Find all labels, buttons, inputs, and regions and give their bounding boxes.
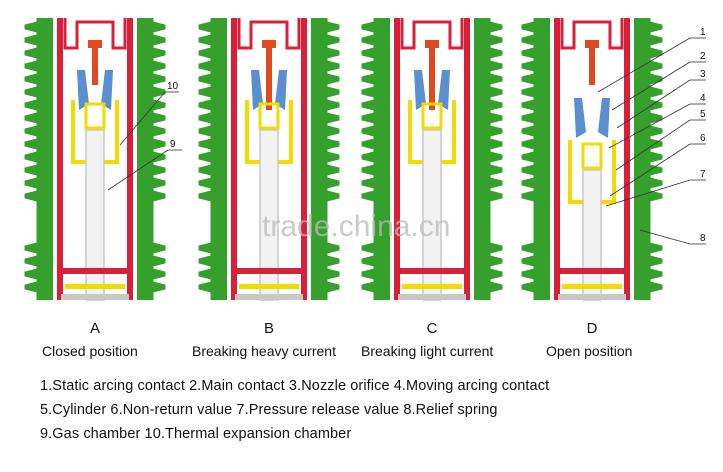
callout-line-d-8 — [639, 229, 691, 245]
callout-line-d-6 — [609, 143, 691, 197]
panel-a-letter: A — [89, 320, 100, 337]
fixed-contact-bracket — [63, 18, 127, 50]
nozzle-left — [414, 70, 426, 110]
panel-d-caption: Open position — [546, 343, 633, 359]
base-yellow — [402, 284, 462, 289]
panel-c-caption: Breaking light current — [361, 343, 494, 359]
insulator-left-wall — [534, 18, 550, 300]
insulator-right-wall — [311, 18, 327, 300]
tube-left — [231, 18, 237, 300]
insulator-fins-left — [361, 18, 375, 300]
callout-label-d-5: 5 — [700, 109, 706, 120]
callout-line-a-9 — [107, 149, 169, 191]
static-contact-head — [262, 40, 276, 48]
panel-c-letter: C — [426, 320, 438, 337]
panel-b-caption: Breaking heavy current — [192, 343, 336, 359]
callout-label-a-10: 10 — [167, 81, 179, 92]
nozzle-right — [598, 98, 610, 138]
base-plate — [235, 268, 303, 274]
callout-label-d-6: 6 — [700, 133, 706, 144]
static-arcing-contact — [266, 40, 272, 110]
panel-b-letter: B — [263, 320, 274, 337]
moving-arcing-contact — [581, 142, 603, 170]
legend-line-1: 1.Static arcing contact 2.Main contact 3… — [40, 378, 550, 394]
insulator-fins-right — [152, 18, 166, 300]
insulator-fins-left — [198, 18, 212, 300]
base-bottom — [558, 294, 626, 300]
callout-label-a-9: 9 — [170, 139, 176, 150]
moving-arcing-contact — [84, 102, 106, 130]
panel-d-letter: D — [586, 320, 598, 337]
tube-right — [127, 18, 133, 300]
fixed-contact-bracket — [400, 18, 464, 50]
callout-line-d-3 — [616, 79, 691, 129]
tube-right — [301, 18, 307, 300]
interrupter-c — [361, 18, 503, 301]
callout-line-d-2 — [611, 61, 691, 111]
base-yellow — [562, 284, 622, 289]
base-yellow — [239, 284, 299, 289]
moving-arcing-contact — [258, 102, 280, 130]
insulator-right-wall — [137, 18, 153, 300]
static-arcing-contact — [429, 40, 435, 110]
insulator-fins-left — [24, 18, 38, 300]
callout-line-d-7 — [605, 179, 691, 207]
insulator-left-wall — [374, 18, 390, 300]
static-arcing-contact — [589, 40, 595, 85]
callout-line-d-4 — [608, 103, 691, 149]
legend-line-3: 9.Gas chamber 10.Thermal expansion chamb… — [40, 426, 352, 442]
base-yellow — [65, 284, 125, 289]
insulator-right-wall — [474, 18, 490, 300]
callout-label-d-4: 4 — [700, 93, 706, 104]
insulator-fins-left — [521, 18, 535, 300]
callout-label-d-3: 3 — [700, 69, 706, 80]
interrupter-a — [24, 18, 166, 301]
callout-label-d-7: 7 — [700, 169, 706, 180]
tube-right — [464, 18, 470, 300]
nozzle-right — [101, 70, 113, 110]
moving-rod — [582, 169, 602, 301]
static-contact-head — [585, 40, 599, 48]
nozzle-left — [251, 70, 263, 110]
legend-line-2: 5.Cylinder 6.Non-return value 7.Pressure… — [40, 402, 498, 418]
callout-label-d-8: 8 — [700, 233, 706, 244]
interrupter-b — [198, 18, 340, 301]
fixed-contact-bracket — [237, 18, 301, 50]
callout-line-a-10 — [119, 91, 166, 146]
moving-rod — [85, 129, 105, 301]
nozzle-right — [275, 70, 287, 110]
insulator-fins-right — [326, 18, 340, 300]
base-plate — [61, 268, 129, 274]
insulator-fins-right — [489, 18, 503, 300]
callout-line-d-5 — [615, 119, 691, 171]
base-plate — [398, 268, 466, 274]
callout-label-d-1: 1 — [700, 27, 706, 38]
static-arcing-contact — [92, 40, 98, 85]
insulator-left-wall — [211, 18, 227, 300]
base-bottom — [398, 294, 466, 300]
tube-left — [554, 18, 560, 300]
callout-line-d-1 — [597, 37, 691, 93]
insulator-left-wall — [37, 18, 53, 300]
tube-left — [394, 18, 400, 300]
callout-label-d-2: 2 — [700, 51, 706, 62]
nozzle-right — [438, 70, 450, 110]
base-bottom — [235, 294, 303, 300]
tube-left — [57, 18, 63, 300]
panel-a-caption: Closed position — [42, 343, 138, 359]
insulator-fins-right — [649, 18, 663, 300]
base-bottom — [61, 294, 129, 300]
watermark: trade.china.cn — [262, 210, 450, 243]
static-contact-head — [425, 40, 439, 48]
fixed-contact-bracket — [560, 18, 624, 50]
moving-arcing-contact — [421, 102, 443, 130]
tube-right — [624, 18, 630, 300]
nozzle-left — [574, 98, 586, 138]
nozzle-left — [77, 70, 89, 110]
base-plate — [558, 268, 626, 274]
static-contact-head — [88, 40, 102, 48]
interrupter-d — [521, 18, 663, 301]
insulator-right-wall — [634, 18, 650, 300]
